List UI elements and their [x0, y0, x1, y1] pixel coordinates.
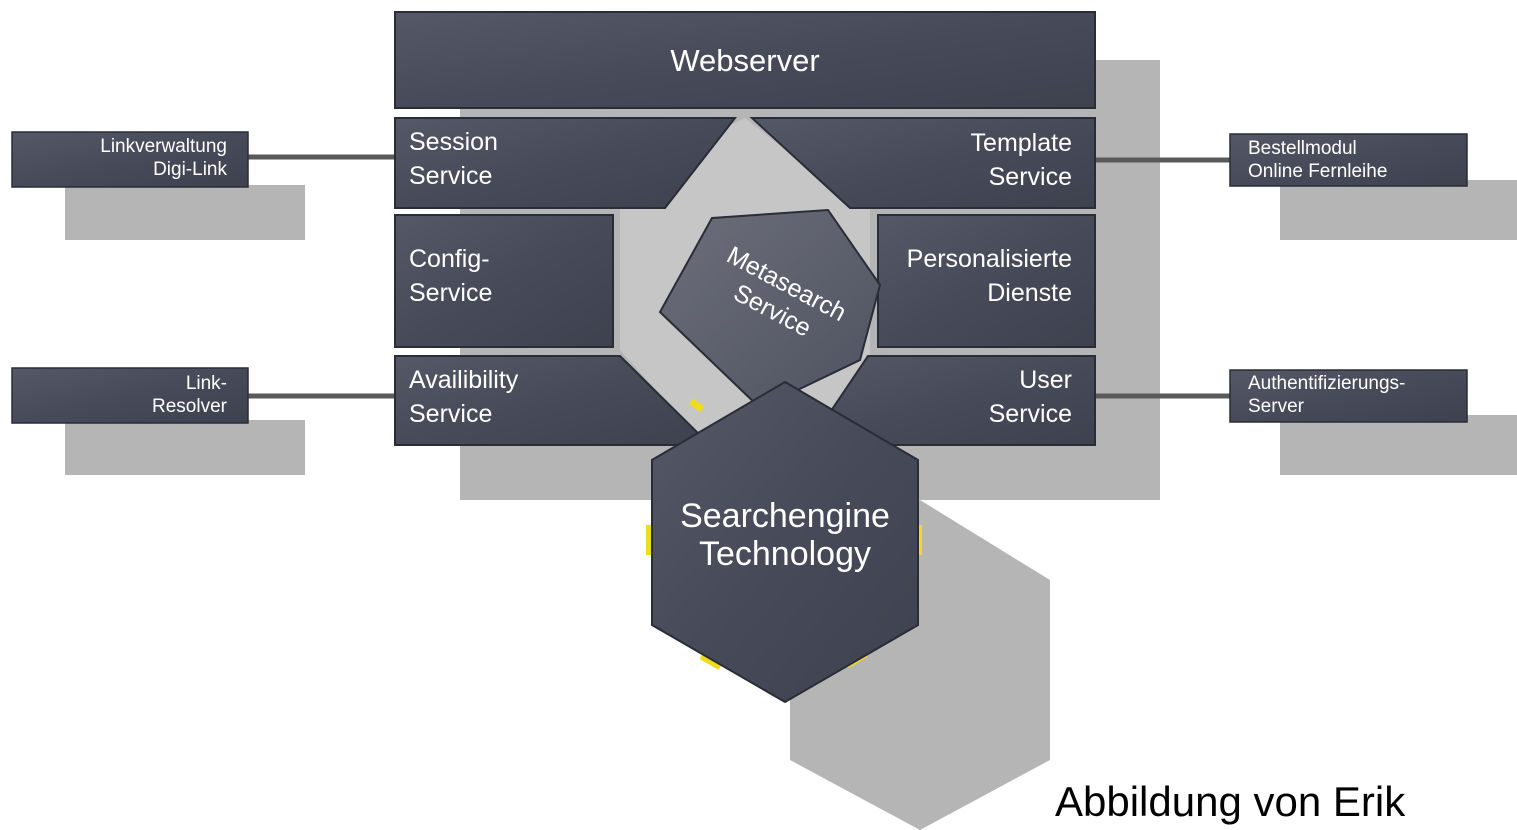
session-service-label: Session Service: [409, 126, 498, 194]
figure-caption: Abbildung von Erik: [1055, 778, 1406, 825]
config-service-block: [394, 214, 614, 348]
searchengine-label: Searchengine Technology: [652, 497, 918, 573]
bestellmodul-line-2: Online Fernleihe: [1248, 160, 1388, 182]
side-boxes: [11, 131, 1468, 424]
config-service-label: Config- Service: [409, 243, 492, 311]
connectors: [248, 154, 1232, 399]
bestellmodul-line-1: Bestellmodul: [1248, 138, 1357, 159]
searchengine-line-2: Technology: [698, 535, 871, 574]
linkverwaltung-line-2: Digi-Link: [153, 158, 227, 180]
side-shadow-topleft: [65, 185, 305, 240]
availability-service-label: Availibility Service: [409, 364, 518, 432]
session-line-2: Service: [409, 161, 493, 190]
linkverwaltung-label: Linkverwaltung Digi-Link: [20, 136, 227, 182]
link-resolver-label: Link- Resolver: [20, 373, 227, 419]
template-line-2: Service: [988, 162, 1072, 191]
config-line-2: Service: [409, 278, 493, 307]
glow-hex-left: [646, 525, 653, 555]
config-line-1: Config-: [409, 245, 490, 273]
personalisierte-dienste-block: [877, 214, 1096, 348]
linkverwaltung-box: [11, 131, 249, 188]
link-resolver-line-2: Resolver: [152, 395, 227, 417]
webserver-label: Webserver: [670, 43, 820, 78]
bestellmodul-box: [1229, 133, 1468, 187]
glow-availability: [688, 398, 705, 413]
user-line-2: Service: [988, 399, 1072, 428]
bestellmodul-label: Bestellmodul Online Fernleihe: [1248, 138, 1387, 184]
side-shadow-bottomright: [1280, 415, 1517, 475]
personalisierte-line-1: Personalisierte: [906, 245, 1072, 273]
session-line-1: Session: [409, 128, 498, 156]
user-line-1: User: [1019, 366, 1072, 394]
authentifizierung-label: Authentifizierungs- Server: [1248, 373, 1405, 419]
availability-line-2: Service: [409, 399, 493, 428]
authentifizierung-box: [1229, 369, 1468, 423]
personalisierte-line-2: Dienste: [987, 278, 1072, 307]
availability-line-1: Availibility: [409, 366, 519, 394]
user-service-label: User Service: [900, 364, 1072, 432]
main-blocks: [394, 11, 1096, 446]
authentifizierung-line-1: Authentifizierungs-: [1248, 373, 1406, 394]
link-resolver-box: [11, 367, 249, 424]
searchengine-line-1: Searchengine: [680, 497, 890, 535]
webserver-block: [394, 11, 1096, 109]
linkverwaltung-line-1: Linkverwaltung: [100, 136, 227, 157]
template-service-block: [749, 117, 1096, 209]
side-shadow-topright: [1280, 180, 1517, 240]
template-line-1: Template: [970, 129, 1072, 157]
personalisierte-dienste-label: Personalisierte Dienste: [872, 243, 1072, 311]
searchengine-hexagon: [651, 380, 919, 704]
side-shadow-bottomleft: [65, 420, 305, 475]
metasearch-shape: [658, 208, 882, 410]
session-service-block: [394, 117, 738, 209]
link-resolver-line-1: Link-: [185, 373, 227, 394]
glow-hex-bottomleft: [699, 652, 723, 670]
authentifizierung-line-2: Server: [1248, 395, 1304, 417]
template-service-label: Template Service: [870, 127, 1072, 195]
